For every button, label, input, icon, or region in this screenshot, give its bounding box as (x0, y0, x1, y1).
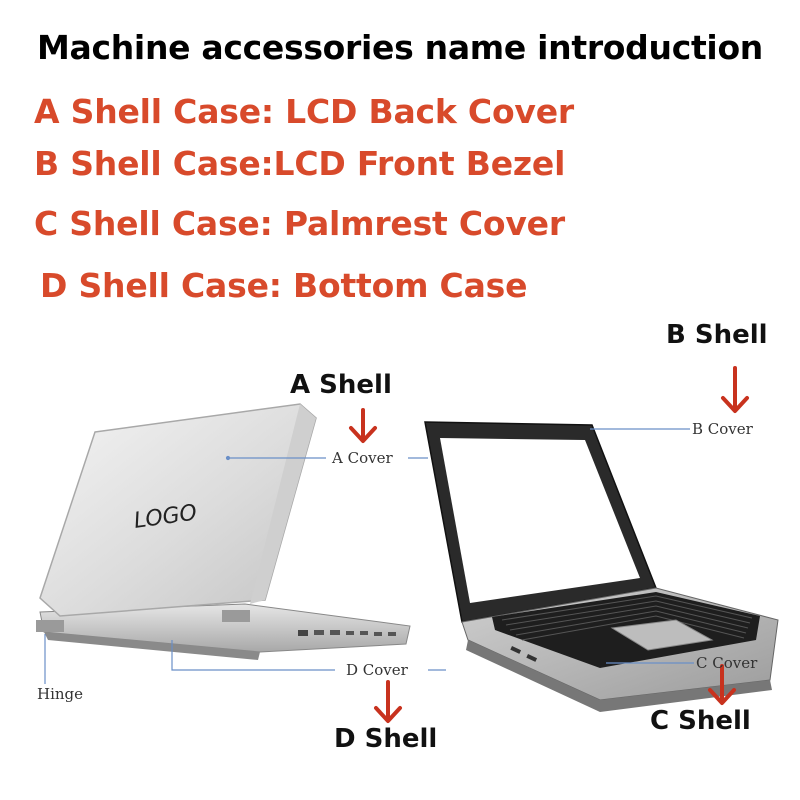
part-b-description: B Shell Case:LCD Front Bezel (34, 144, 566, 183)
page-title: Machine accessories name introduction (36, 28, 764, 67)
b-cover-label: B Cover (692, 420, 753, 438)
c-shell-label: C Shell (650, 706, 751, 736)
c-cover-label: C Cover (696, 654, 758, 672)
hinge-right-icon (222, 610, 250, 622)
callout-lines (44, 428, 694, 684)
hinge-label: Hinge (37, 685, 84, 703)
b-shell-arrow-icon (721, 366, 749, 413)
right-laptop-illustration (424, 421, 779, 712)
b-shell-label: B Shell (666, 320, 768, 350)
a-shell-arrow-icon (349, 408, 377, 443)
hinge-left-icon (36, 620, 64, 632)
part-d-description: D Shell Case: Bottom Case (40, 266, 528, 305)
a-cover-label: A Cover (332, 449, 393, 467)
d-shell-arrow-icon (374, 680, 402, 723)
c-shell-arrow-icon (708, 664, 736, 705)
a-shell-label: A Shell (290, 370, 392, 400)
part-a-description: A Shell Case: LCD Back Cover (34, 92, 574, 131)
d-cover-callout (171, 640, 335, 671)
d-shell-label: D Shell (334, 724, 438, 754)
d-cover-label: D Cover (346, 661, 408, 679)
left-laptop-illustration: LOGO (36, 403, 411, 660)
part-c-description: C Shell Case: Palmrest Cover (34, 204, 565, 243)
